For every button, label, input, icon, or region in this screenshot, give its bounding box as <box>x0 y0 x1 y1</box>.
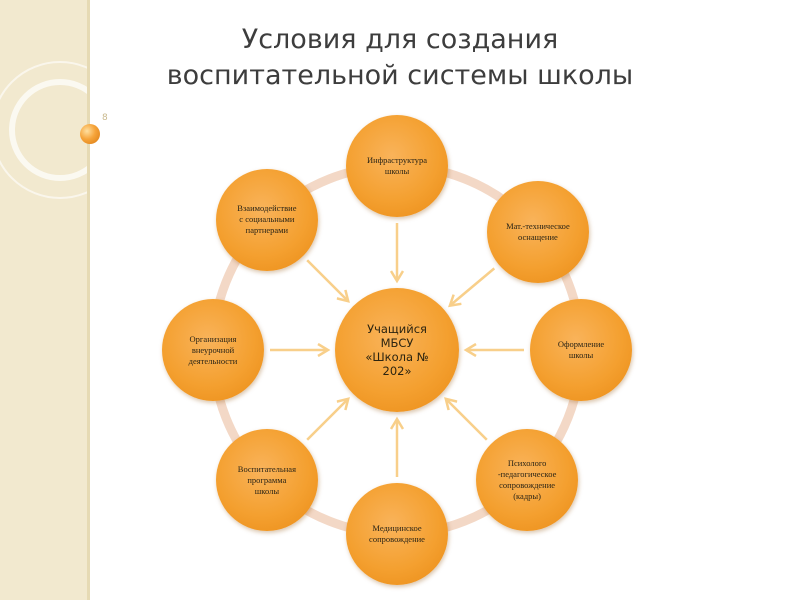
node-design: Оформление школы <box>530 299 632 401</box>
node-medical-support: Медицинское сопровождение <box>346 483 448 585</box>
node-label: Воспитательная программа школы <box>237 463 296 496</box>
node-infrastructure: Инфраструктура школы <box>346 115 448 217</box>
slide-title-line-1: Условия для создания <box>241 24 559 55</box>
arrow-program-to-center <box>306 399 347 441</box>
decorative-mark: 8 <box>102 113 108 123</box>
slide-title-line-2: воспитательной системы школы <box>166 60 634 91</box>
decorative-side-strip <box>0 0 90 600</box>
node-extracurricular: Организация внеурочной деятельности <box>162 299 264 401</box>
slide-title: Условия для создания воспитательной сист… <box>100 22 700 94</box>
arrow-partners-to-center <box>306 259 347 300</box>
node-equipment: Мат.-техническое оснащение <box>486 180 589 283</box>
node-psychological-support: Психолого -педагогическое сопровождение … <box>476 429 579 532</box>
node-label: Инфраструктура школы <box>366 155 428 176</box>
node-social-partners: Взаимодействие с социальными партнерами <box>215 168 318 271</box>
side-strip-edge <box>87 0 90 600</box>
node-label: Оформление школы <box>557 339 605 360</box>
node-label: Психолого -педагогическое сопровождение … <box>497 458 557 502</box>
arrow-equipment-to-center <box>451 267 496 305</box>
node-label: Медицинское сопровождение <box>369 523 425 544</box>
decorative-curves <box>0 61 90 199</box>
node-label: Мат.-техническое оснащение <box>506 220 570 242</box>
node-label: Организация внеурочной деятельности <box>188 333 238 366</box>
center-node-student: Учащийся МБСУ «Школа № 202» <box>335 288 459 412</box>
node-label: Взаимодействие с социальными партнерами <box>237 203 297 236</box>
center-node-label: Учащийся МБСУ «Школа № 202» <box>365 322 429 378</box>
arrow-psych-to-center <box>446 399 488 441</box>
decorative-orange-ball <box>80 124 100 144</box>
node-education-program: Воспитательная программа школы <box>215 429 318 532</box>
